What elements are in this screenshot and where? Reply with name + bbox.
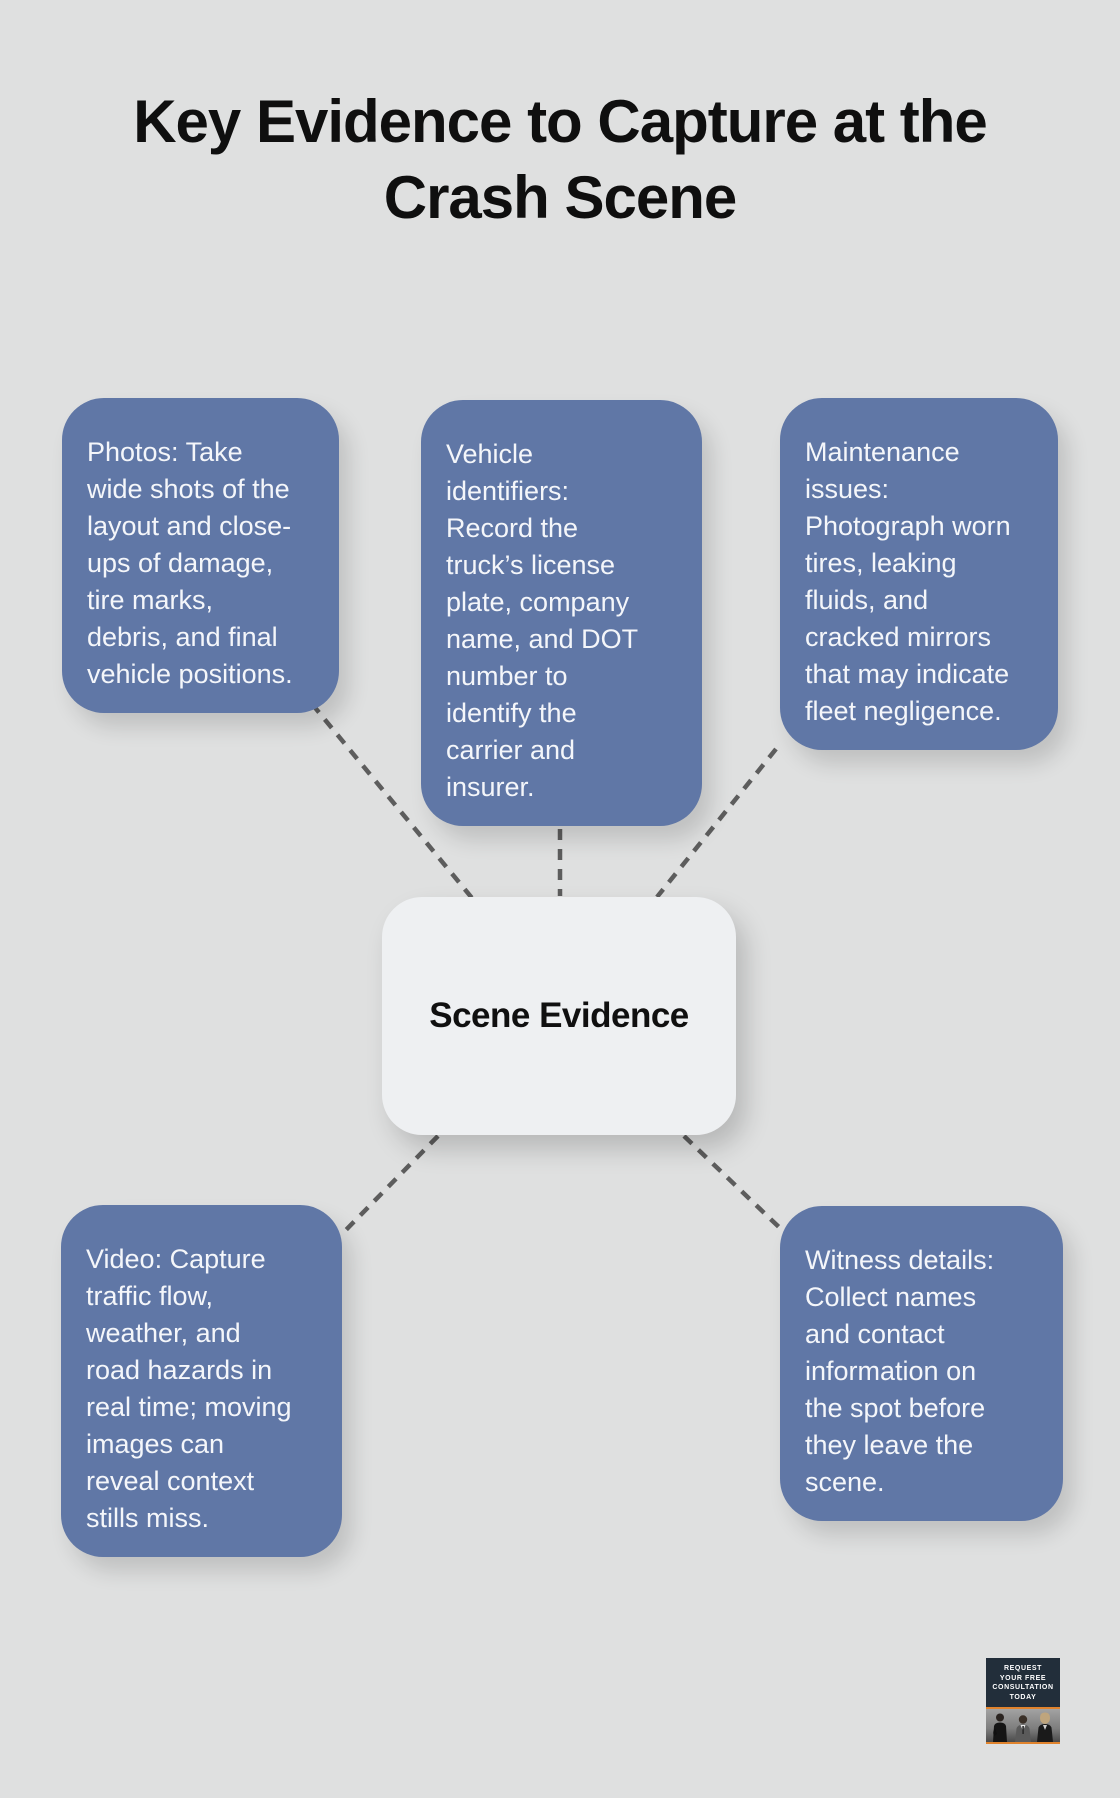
node-witness-details: Witness details: Collect names and conta…: [780, 1206, 1063, 1521]
node-vehicle-identifiers: Vehicle identifiers: Record the truck’s …: [421, 400, 702, 826]
badge-line: CONSULTATION: [992, 1684, 1054, 1691]
node-video: Video: Capture traffic flow, weather, an…: [61, 1205, 342, 1557]
node-maintenance-issues: Maintenance issues: Photograph worn tire…: [780, 398, 1058, 750]
node-photos: Photos: Take wide shots of the layout an…: [62, 398, 339, 713]
law-team-photo: [986, 1709, 1060, 1742]
connector-video: [340, 1134, 440, 1236]
center-node-label: Scene Evidence: [429, 996, 689, 1035]
person-silhouette-left: [993, 1713, 1007, 1742]
badge-accent-divider-top: [986, 1707, 1060, 1709]
connector-witness-details: [682, 1134, 784, 1232]
badge-accent-divider-bottom: [986, 1742, 1060, 1744]
consultation-badge-text: REQUEST YOUR FREE CONSULTATION TODAY: [986, 1658, 1060, 1707]
badge-line: YOUR FREE: [999, 1674, 1047, 1682]
consultation-badge[interactable]: REQUEST YOUR FREE CONSULTATION TODAY: [986, 1658, 1060, 1744]
person-silhouette-center: [1015, 1715, 1031, 1742]
center-node-scene-evidence: Scene Evidence: [382, 897, 736, 1135]
person-silhouette-right: [1037, 1712, 1053, 1742]
badge-line: TODAY: [1009, 1693, 1037, 1701]
badge-line: REQUEST: [1003, 1665, 1043, 1672]
page-title: Key Evidence to Capture at the Crash Sce…: [133, 88, 988, 231]
